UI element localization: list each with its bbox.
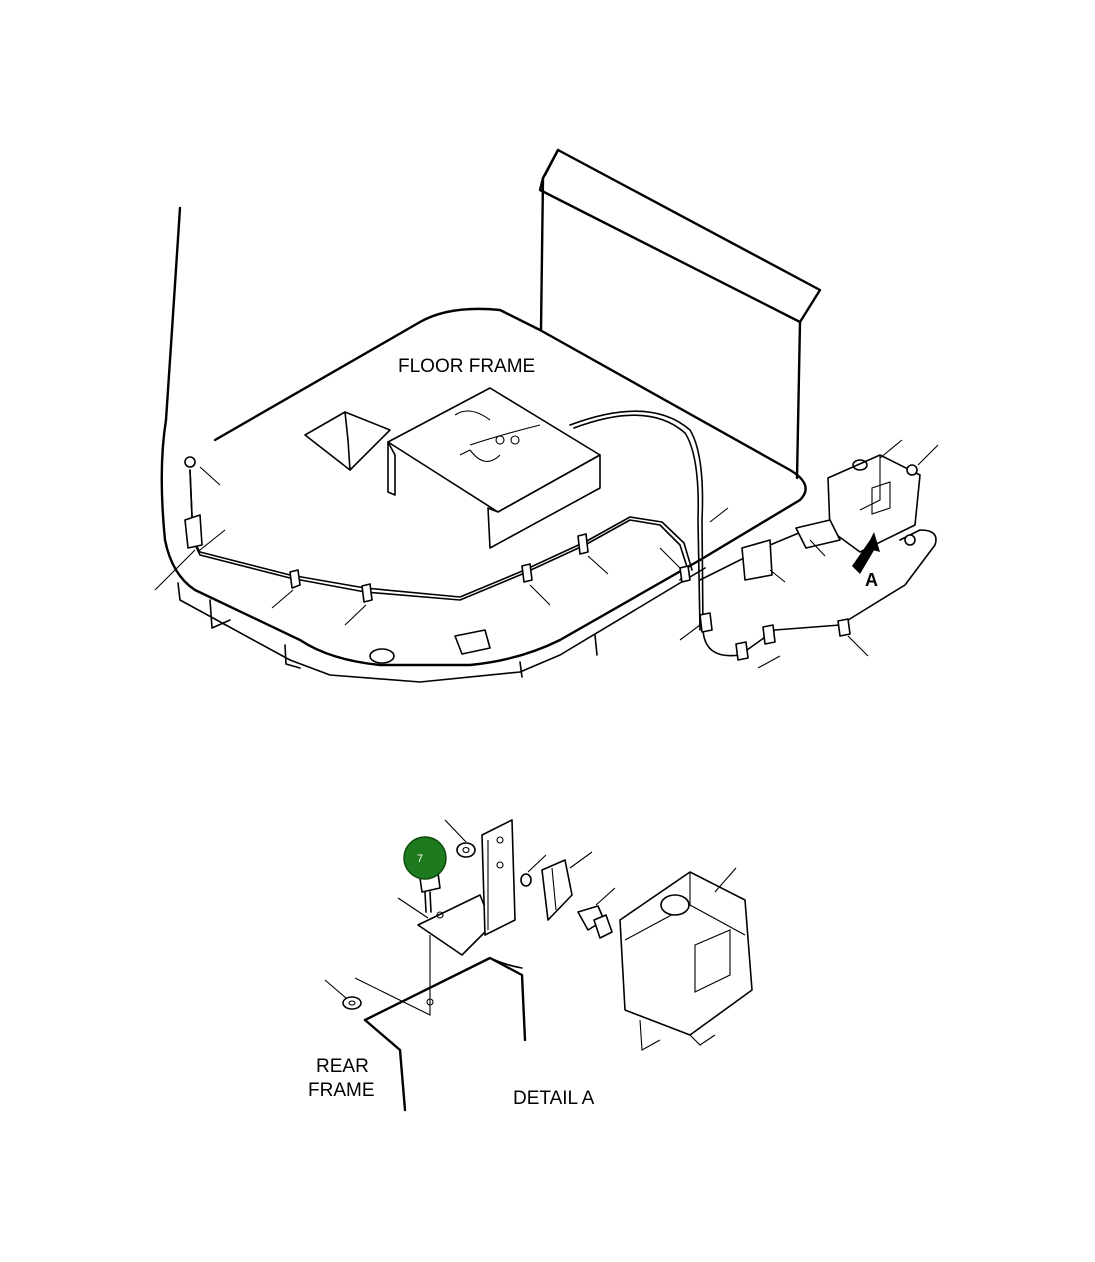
rear-frame-label-line1: REAR [316, 1056, 369, 1077]
detail-a-label: DETAIL A [513, 1088, 595, 1109]
callout-7-number: 7 [417, 853, 423, 865]
leader-lines-upper [154, 439, 939, 669]
rear-frame-label-line2: FRAME [308, 1080, 375, 1101]
floor-frame-assembly: A [154, 148, 939, 683]
callout-7-circle[interactable] [403, 836, 447, 880]
leader-lines-detail [324, 819, 737, 999]
detail-a-assembly: 7 REAR FRAME DETAIL A [308, 819, 753, 1112]
floor-frame-label: FLOOR FRAME [398, 356, 535, 377]
view-a-label: A [865, 570, 878, 590]
hose-clip-markers [184, 456, 918, 661]
callout-7[interactable]: 7 [403, 836, 447, 880]
